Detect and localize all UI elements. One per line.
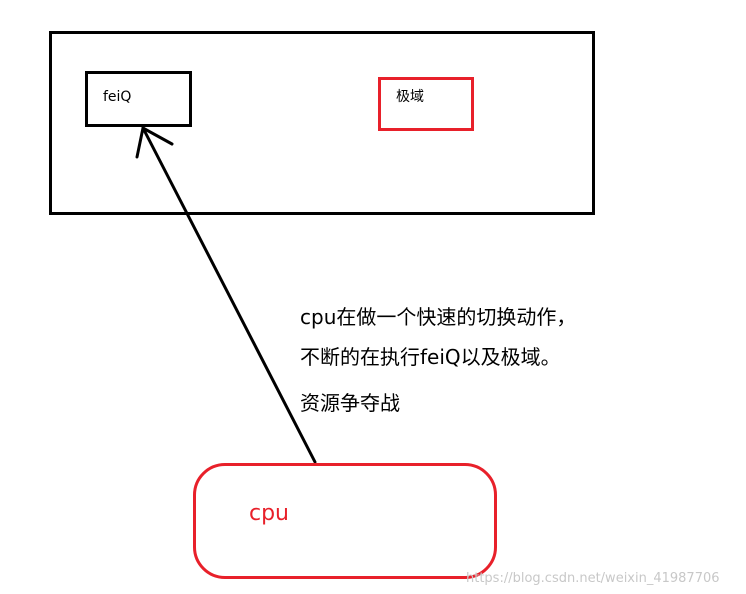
cpu-label: cpu xyxy=(249,501,290,526)
feiq-box: feiQ xyxy=(85,71,192,127)
jiyu-label: 极域 xyxy=(396,89,424,105)
caption-line-2: 不断的在执行feiQ以及极域。 xyxy=(300,345,561,369)
jiyu-box: 极域 xyxy=(378,77,474,131)
outer-window-box xyxy=(49,31,595,215)
cpu-box: cpu xyxy=(193,463,497,579)
caption-line-3: 资源争夺战 xyxy=(300,391,400,415)
caption-line-1: cpu在做一个快速的切换动作， xyxy=(300,305,577,329)
feiq-label: feiQ xyxy=(103,89,132,105)
watermark: https://blog.csdn.net/weixin_41987706 xyxy=(466,571,720,586)
